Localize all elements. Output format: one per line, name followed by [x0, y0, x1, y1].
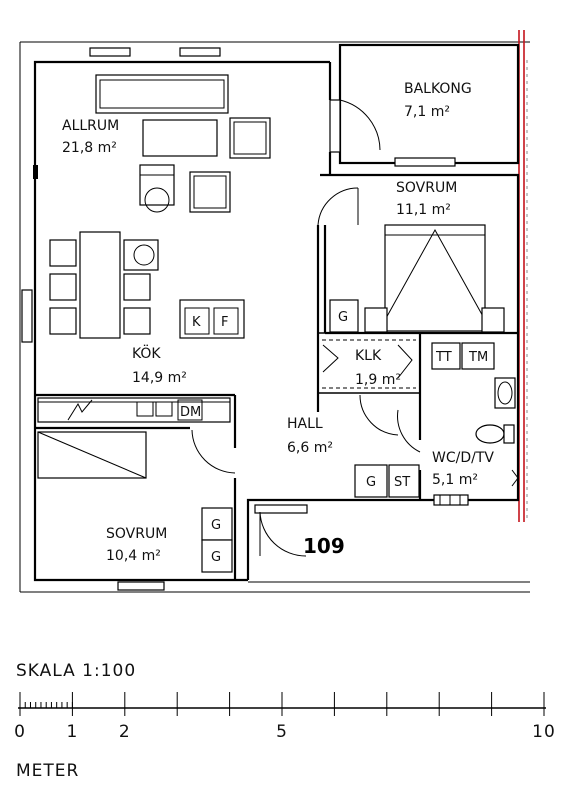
room-name-kok: KÖK [132, 344, 161, 362]
entrance-door[interactable] [254, 504, 308, 557]
room-name-hall: HALL [287, 416, 323, 432]
toilet [475, 424, 515, 444]
apartment-number: 109 [303, 534, 345, 558]
shower-drain [433, 494, 469, 506]
fixture-st: ST [394, 475, 410, 490]
scale-tick-label: 1 [66, 722, 78, 742]
armchair [229, 117, 271, 159]
double-bed [364, 224, 505, 333]
room-name-wc: WC/D/TV [432, 450, 494, 466]
room-name-balkong: BALKONG [404, 81, 472, 97]
room-name-sovrum: SOVRUM [106, 526, 167, 542]
fixture-g: G [366, 475, 376, 490]
fixture-k: K [192, 315, 201, 330]
room-area-sovrum: 10,4 m² [106, 548, 161, 564]
scale-labels: 0 1 2 5 10 [14, 722, 556, 742]
bedroom-closet: G [329, 299, 359, 333]
fixture-f: F [221, 315, 228, 330]
room-area-wc: 5,1 m² [432, 472, 478, 488]
room-area-sovrum: 11,1 m² [396, 202, 451, 218]
hall-closets: G ST [354, 464, 420, 498]
closet-shelves [322, 339, 416, 389]
bedroom-door[interactable] [317, 187, 359, 226]
dimension-lines [19, 41, 530, 593]
kitchen-island: K F [179, 299, 245, 339]
balcony-door[interactable] [329, 99, 381, 153]
coffee-table [142, 119, 218, 157]
scale-tick-label: 5 [276, 722, 288, 742]
laundry-machines: TT TM [431, 342, 495, 370]
fixture-tm: TM [468, 350, 488, 365]
scale-tick-label: 0 [14, 722, 26, 742]
wc-window-marks [511, 469, 519, 487]
fixture-dm: DM [180, 405, 201, 420]
hall-door[interactable] [359, 394, 399, 436]
room-area-balkong: 7,1 m² [404, 104, 450, 120]
fixture-g: G [211, 550, 221, 565]
room-area-kok: 14,9 m² [132, 370, 187, 386]
scale-bar: SKALA 1:100 0 1 2 5 10 METER [14, 661, 556, 781]
dining-table [49, 231, 159, 339]
interior-walls [35, 225, 518, 580]
bedroom2-door[interactable] [191, 429, 236, 474]
room-area-klk: 1,9 m² [355, 372, 401, 388]
wc-door[interactable] [397, 409, 421, 453]
scale-unit: METER [16, 761, 79, 781]
fixture-g: G [338, 310, 348, 325]
wardrobe [37, 431, 147, 479]
sofa [95, 74, 229, 114]
scale-tick-label: 10 [532, 722, 556, 742]
sink [494, 377, 516, 409]
scale-title: SKALA 1:100 [16, 661, 136, 681]
kitchen-counter: DM [37, 397, 231, 423]
armchair [189, 171, 231, 213]
room-name-klk: KLK [355, 348, 382, 364]
fixture-g: G [211, 518, 221, 533]
room-area-allrum: 21,8 m² [62, 140, 117, 156]
fixture-tt: TT [435, 350, 452, 365]
property-line [518, 30, 528, 522]
wheelchair-symbol [139, 164, 175, 213]
scale-ticks [19, 692, 545, 716]
scale-tick-label: 2 [119, 722, 131, 742]
room-name-allrum: ALLRUM [62, 118, 119, 134]
room-name-sovrum: SOVRUM [396, 180, 457, 196]
room-area-hall: 6,6 m² [287, 440, 333, 456]
sovrum2-closets: G G [201, 507, 233, 573]
